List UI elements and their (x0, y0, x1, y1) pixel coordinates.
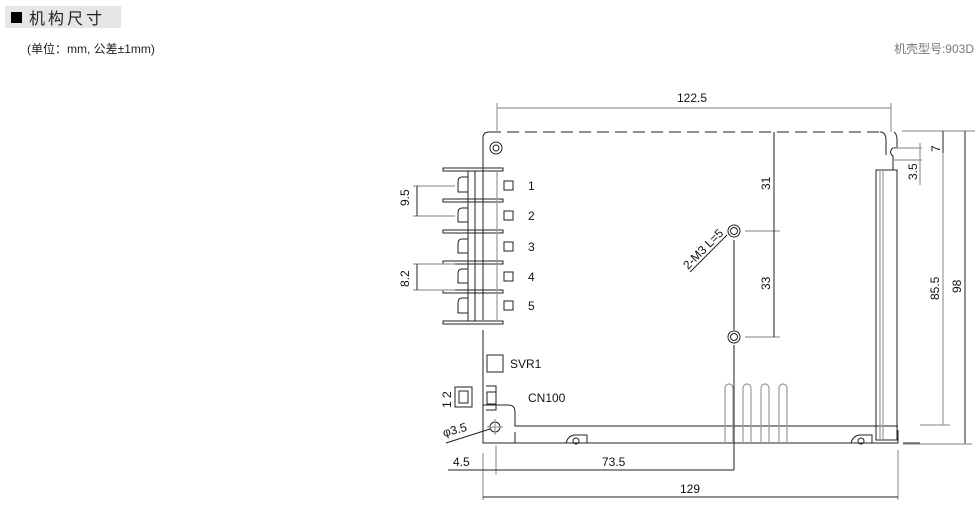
cn100-label: CN100 (528, 391, 566, 405)
terminal-labels: 1 2 3 4 5 (503, 179, 535, 313)
svg-text:φ3.5: φ3.5 (441, 420, 469, 440)
section-title-text: 机构尺寸 (29, 11, 106, 28)
mount-hole-label: 2-M3 L=5 (680, 226, 726, 272)
cn100-connector (454, 385, 497, 411)
dim-top-width: 122.5 (496, 91, 892, 132)
dim-8-2: 8.2 (398, 270, 412, 287)
section-title: 机构尺寸 (5, 6, 121, 28)
svg-text:3.5: 3.5 (906, 163, 920, 180)
svr1-label: SVR1 (510, 357, 542, 371)
terminal-4: 4 (528, 270, 535, 284)
svg-text:129: 129 (680, 482, 700, 496)
terminal-3: 3 (528, 240, 535, 254)
terminal-2: 2 (528, 209, 535, 223)
side-rail (875, 169, 898, 441)
heatsink-fins (724, 383, 788, 443)
terminal-1: 1 (528, 179, 535, 193)
dim-bottom: 4.5 73.5 129 (448, 445, 899, 500)
pitch-dimensions: 9.5 8.2 (398, 185, 455, 291)
svg-text:122.5: 122.5 (677, 91, 707, 105)
terminal-5: 5 (528, 299, 535, 313)
svg-text:7: 7 (929, 145, 943, 152)
case-model: 机壳型号:903D (893, 42, 974, 56)
svg-text:4.5: 4.5 (453, 455, 470, 469)
dim-heights: 85.5 98 (903, 131, 972, 445)
units-note: (单位：mm, 公差±1mm) (27, 42, 155, 56)
dim-slot: 7 3.5 (893, 130, 975, 185)
svr1-box (486, 354, 504, 373)
svg-text:98: 98 (950, 279, 964, 293)
square-bullet-icon (11, 11, 22, 23)
svg-text:31: 31 (759, 176, 773, 190)
svg-text:73.5: 73.5 (602, 455, 626, 469)
m3-hole-icon: 2-M3 L=5 (680, 224, 780, 470)
dim-hole-vertical: 31 33 (759, 132, 775, 337)
dim-9-5: 9.5 (398, 189, 412, 206)
phi-hole: φ3.5 (441, 419, 503, 444)
clip-icon (565, 434, 873, 445)
svg-text:33: 33 (759, 276, 773, 290)
terminal-block (442, 167, 504, 325)
svg-text:85.5: 85.5 (928, 276, 942, 300)
mount-hole-icon (489, 141, 503, 155)
connector-pins: 1 2 (440, 391, 454, 408)
